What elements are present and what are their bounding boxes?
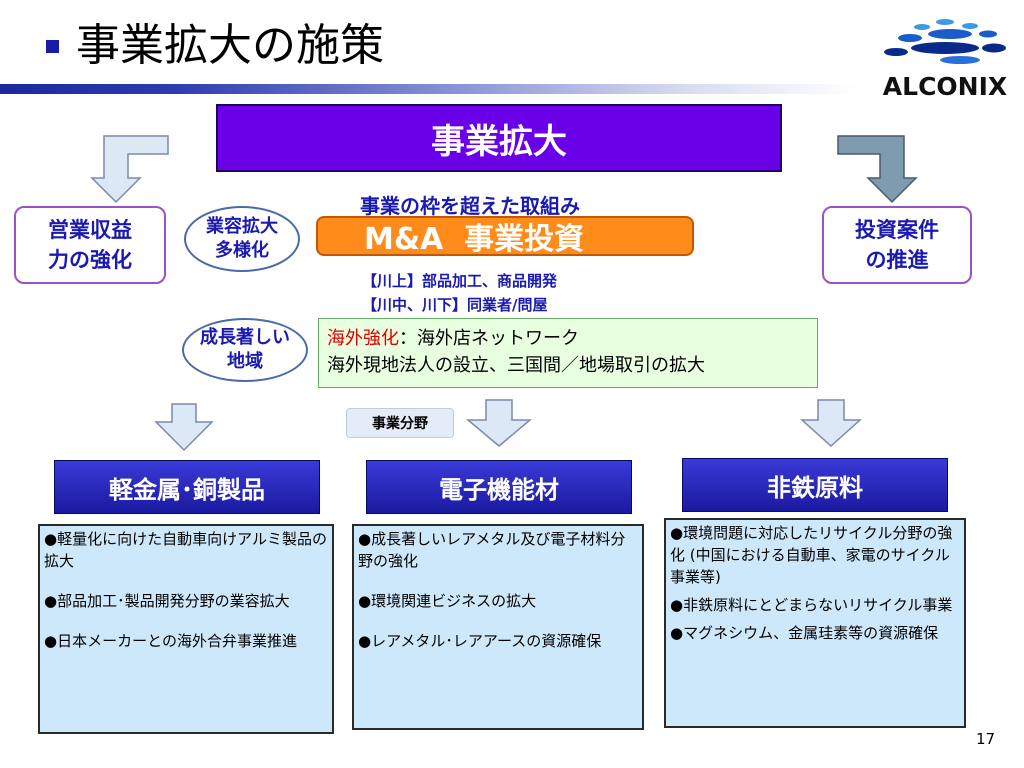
panel-nonferrous: ●環境問題に対応したリサイクル分野の強化 (中国における自動車、家電のサイクル事… [664, 518, 966, 728]
down-arrow-left-icon [154, 403, 214, 452]
column-header-electronics: 電子機能材 [366, 460, 632, 514]
oval1-line2: 多様化 [215, 240, 269, 261]
business-expansion-box: 事業拡大 [216, 104, 782, 172]
column-header-light-metals: 軽金属･銅製品 [54, 460, 320, 514]
ma-note-upstream: 【川上】部品加工、商品開発 [362, 272, 558, 290]
down-arrow-right-icon [800, 399, 862, 448]
diversification-oval: 業容拡大多様化 [184, 206, 300, 272]
oval1-line1: 業容拡大 [206, 216, 278, 237]
business-field-tag: 事業分野 [346, 408, 454, 438]
panel-light-metals: ●軽量化に向けた自動車向けアルミ製品の拡大 ●部品加工･製品開発分野の業容拡大 … [38, 524, 334, 734]
ma-investment-box: M&A 事業投資 [316, 216, 694, 257]
panel-electronics: ●成長著しいレアメタル及び電子材料分野の強化 ●環境関連ビジネスの拡大 ●レアメ… [352, 524, 644, 730]
page-title: 事業拡大の施策 [76, 20, 384, 71]
list-item: ●マグネシウム、金属珪素等の資源確保 [670, 624, 939, 642]
down-arrow-center-icon [465, 399, 533, 447]
logo-text: ALCONIX [882, 72, 1008, 101]
column-header-nonferrous: 非鉄原料 [682, 458, 948, 512]
left-elbow-arrow-icon [90, 135, 169, 204]
oval2-line1: 成長著しい [200, 327, 290, 348]
list-item: ●部品加工･製品開発分野の業容拡大 [44, 592, 290, 610]
overseas-strengthening-box: 海外強化：海外店ネットワーク 海外現地法人の設立、三国間／地場取引の拡大 [318, 318, 818, 388]
investment-line1: 投資案件 [855, 218, 939, 242]
page-number: 17 [976, 730, 996, 748]
ma-note-midstream: 【川中、川下】同業者/問屋 [362, 296, 548, 314]
investment-box: 投資案件の推進 [822, 206, 972, 284]
investment-line2: の推進 [865, 248, 929, 272]
list-item: ●成長著しいレアメタル及び電子材料分野の強化 [358, 530, 626, 570]
growth-region-oval: 成長著しい地域 [182, 318, 308, 382]
overseas-highlight: 海外強化 [327, 328, 399, 349]
revenue-strength-box: 営業収益力の強化 [14, 206, 166, 284]
list-item: ●軽量化に向けた自動車向けアルミ製品の拡大 [44, 530, 327, 570]
oval2-line2: 地域 [227, 351, 263, 372]
list-item: ●非鉄原料にとどまらないリサイクル事業 [670, 596, 953, 614]
right-elbow-arrow-icon [837, 135, 918, 204]
list-item: ●環境問題に対応したリサイクル分野の強化 (中国における自動車、家電のサイクル事… [670, 524, 953, 586]
overseas-rest: ：海外店ネットワーク [399, 328, 579, 349]
title-underline [0, 84, 858, 94]
overseas-line2: 海外現地法人の設立、三国間／地場取引の拡大 [327, 355, 705, 376]
alconix-logo-icon [884, 19, 1006, 64]
revenue-line2: 力の強化 [48, 248, 132, 272]
title-bullet [46, 40, 59, 53]
revenue-line1: 営業収益 [48, 218, 132, 242]
list-item: ●レアメタル･レアアースの資源確保 [358, 632, 602, 650]
list-item: ●環境関連ビジネスの拡大 [358, 592, 537, 610]
list-item: ●日本メーカーとの海外合弁事業推進 [44, 632, 297, 650]
beyond-business-subtitle: 事業の枠を超えた取組み [360, 194, 580, 218]
